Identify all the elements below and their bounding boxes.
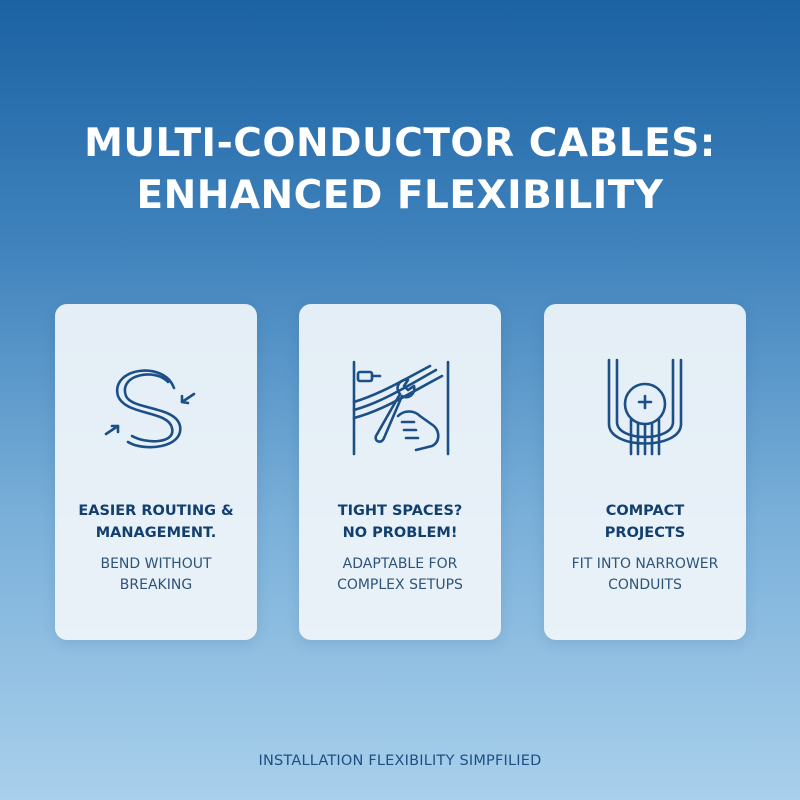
card-title: COMPACT PROJECTS [550, 500, 740, 544]
card-description: BEND WITHOUT BREAKING [61, 554, 251, 596]
card-title-line-2: MANAGEMENT. [95, 525, 217, 541]
card-title-line-2: PROJECTS [604, 525, 686, 541]
feature-card-compact: COMPACT PROJECTS FIT INTO NARROWER CONDU… [544, 304, 746, 640]
card-description: ADAPTABLE FOR COMPLEX SETUPS [305, 554, 495, 596]
card-title-line-1: EASIER ROUTING & [78, 503, 234, 519]
card-description-line-1: FIT INTO NARROWER [571, 556, 719, 572]
card-description-line-2: CONDUITS [608, 577, 682, 593]
card-description-line-2: COMPLEX SETUPS [337, 577, 463, 593]
footer-tagline: INSTALLATION FLEXIBILITY SIMPFILIED [258, 753, 542, 769]
card-title: EASIER ROUTING & MANAGEMENT. [61, 500, 251, 544]
card-description-line-1: BEND WITHOUT [100, 556, 212, 572]
feature-card-tight-spaces: TIGHT SPACES? NO PROBLEM! ADAPTABLE FOR … [299, 304, 501, 640]
card-description-line-2: BREAKING [119, 577, 193, 593]
card-title: TIGHT SPACES? NO PROBLEM! [305, 500, 495, 544]
page-title-line-2: ENHANCED FLEXIBILITY [136, 173, 664, 218]
card-title-line-1: TIGHT SPACES? [337, 503, 463, 519]
wrench-hand-icon [340, 346, 460, 466]
card-title-line-2: NO PROBLEM! [342, 525, 458, 541]
conduit-bundle-icon [585, 346, 705, 466]
bending-cable-icon [96, 346, 216, 466]
card-description-line-1: ADAPTABLE FOR [342, 556, 458, 572]
card-description: FIT INTO NARROWER CONDUITS [550, 554, 740, 596]
page-title-line-1: MULTI-CONDUCTOR CABLES: [84, 121, 716, 166]
card-title-line-1: COMPACT [605, 503, 685, 519]
page-title: MULTI-CONDUCTOR CABLES: ENHANCED FLEXIBI… [0, 118, 800, 222]
feature-card-routing: EASIER ROUTING & MANAGEMENT. BEND WITHOU… [55, 304, 257, 640]
